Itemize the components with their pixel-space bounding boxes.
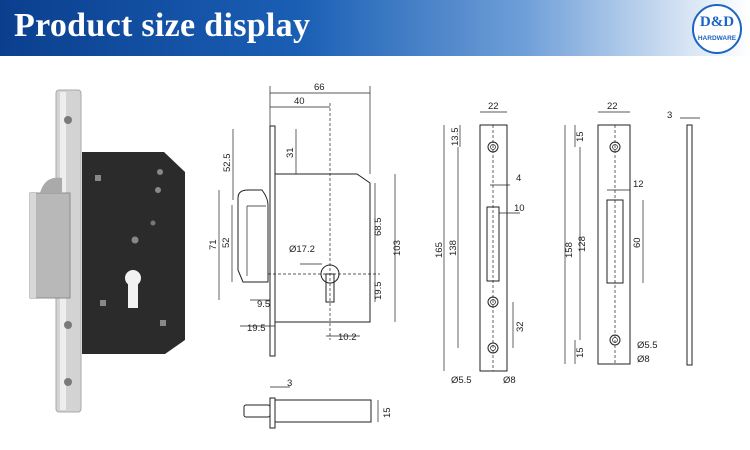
lock-photo	[29, 89, 185, 413]
dim-label: Ø8	[637, 354, 650, 365]
dim-label: Ø5.5	[451, 375, 472, 386]
dim-label: 103	[392, 240, 403, 256]
dim-label: Ø5.5	[637, 340, 658, 351]
dim-label: 15	[575, 131, 586, 142]
dim-label: 68.5	[373, 218, 384, 237]
dim-label: 3	[287, 378, 292, 389]
dim-label: 10	[514, 203, 525, 214]
dim-label: 13.5	[450, 128, 461, 147]
dim-label: 40	[294, 96, 305, 107]
dim-label: 9.5	[257, 299, 270, 310]
logo-brand-text: D&D	[699, 14, 735, 30]
dim-label: 52	[221, 237, 232, 248]
dim-label: 71	[208, 239, 219, 250]
dim-label: 165	[434, 242, 445, 258]
dim-label: 138	[448, 240, 459, 256]
dim-label: 52.5	[222, 154, 233, 173]
lock-body-front-view	[218, 86, 396, 357]
side-profile-view	[680, 117, 700, 366]
dim-label: 12	[633, 179, 644, 190]
dimension-labels: 66 40 31 52.5 71 52 68.5 103 Ø17.2 19.5 …	[208, 82, 672, 418]
dim-label: Ø17.2	[289, 244, 315, 255]
dim-label: 3	[667, 110, 672, 121]
page-title: Product size display	[14, 7, 311, 44]
dim-label: 19.5	[247, 323, 266, 334]
dim-label: 10.2	[338, 332, 357, 343]
dim-label: 158	[564, 242, 575, 258]
dim-label: Ø8	[503, 375, 516, 386]
bolt-side-view	[243, 386, 379, 429]
dim-label: 60	[632, 237, 643, 248]
dim-label: 19.5	[373, 282, 384, 301]
strike-plate-view	[564, 111, 644, 365]
dim-label: 22	[488, 101, 499, 112]
dim-label: 15	[382, 407, 393, 418]
dim-label: 128	[577, 236, 588, 252]
dim-label: 32	[515, 321, 526, 332]
dim-label: 15	[575, 347, 586, 358]
logo-sub-text: HARDWARE	[697, 35, 737, 42]
dim-label: 22	[607, 101, 618, 112]
dim-label: 31	[285, 147, 296, 158]
dim-label: 66	[314, 82, 325, 93]
dim-label: 4	[516, 173, 521, 184]
brand-logo: D&D HARDWARE	[692, 4, 742, 54]
faceplate-view	[443, 111, 520, 372]
header-banner: Product size display D&D HARDWARE	[0, 0, 750, 56]
